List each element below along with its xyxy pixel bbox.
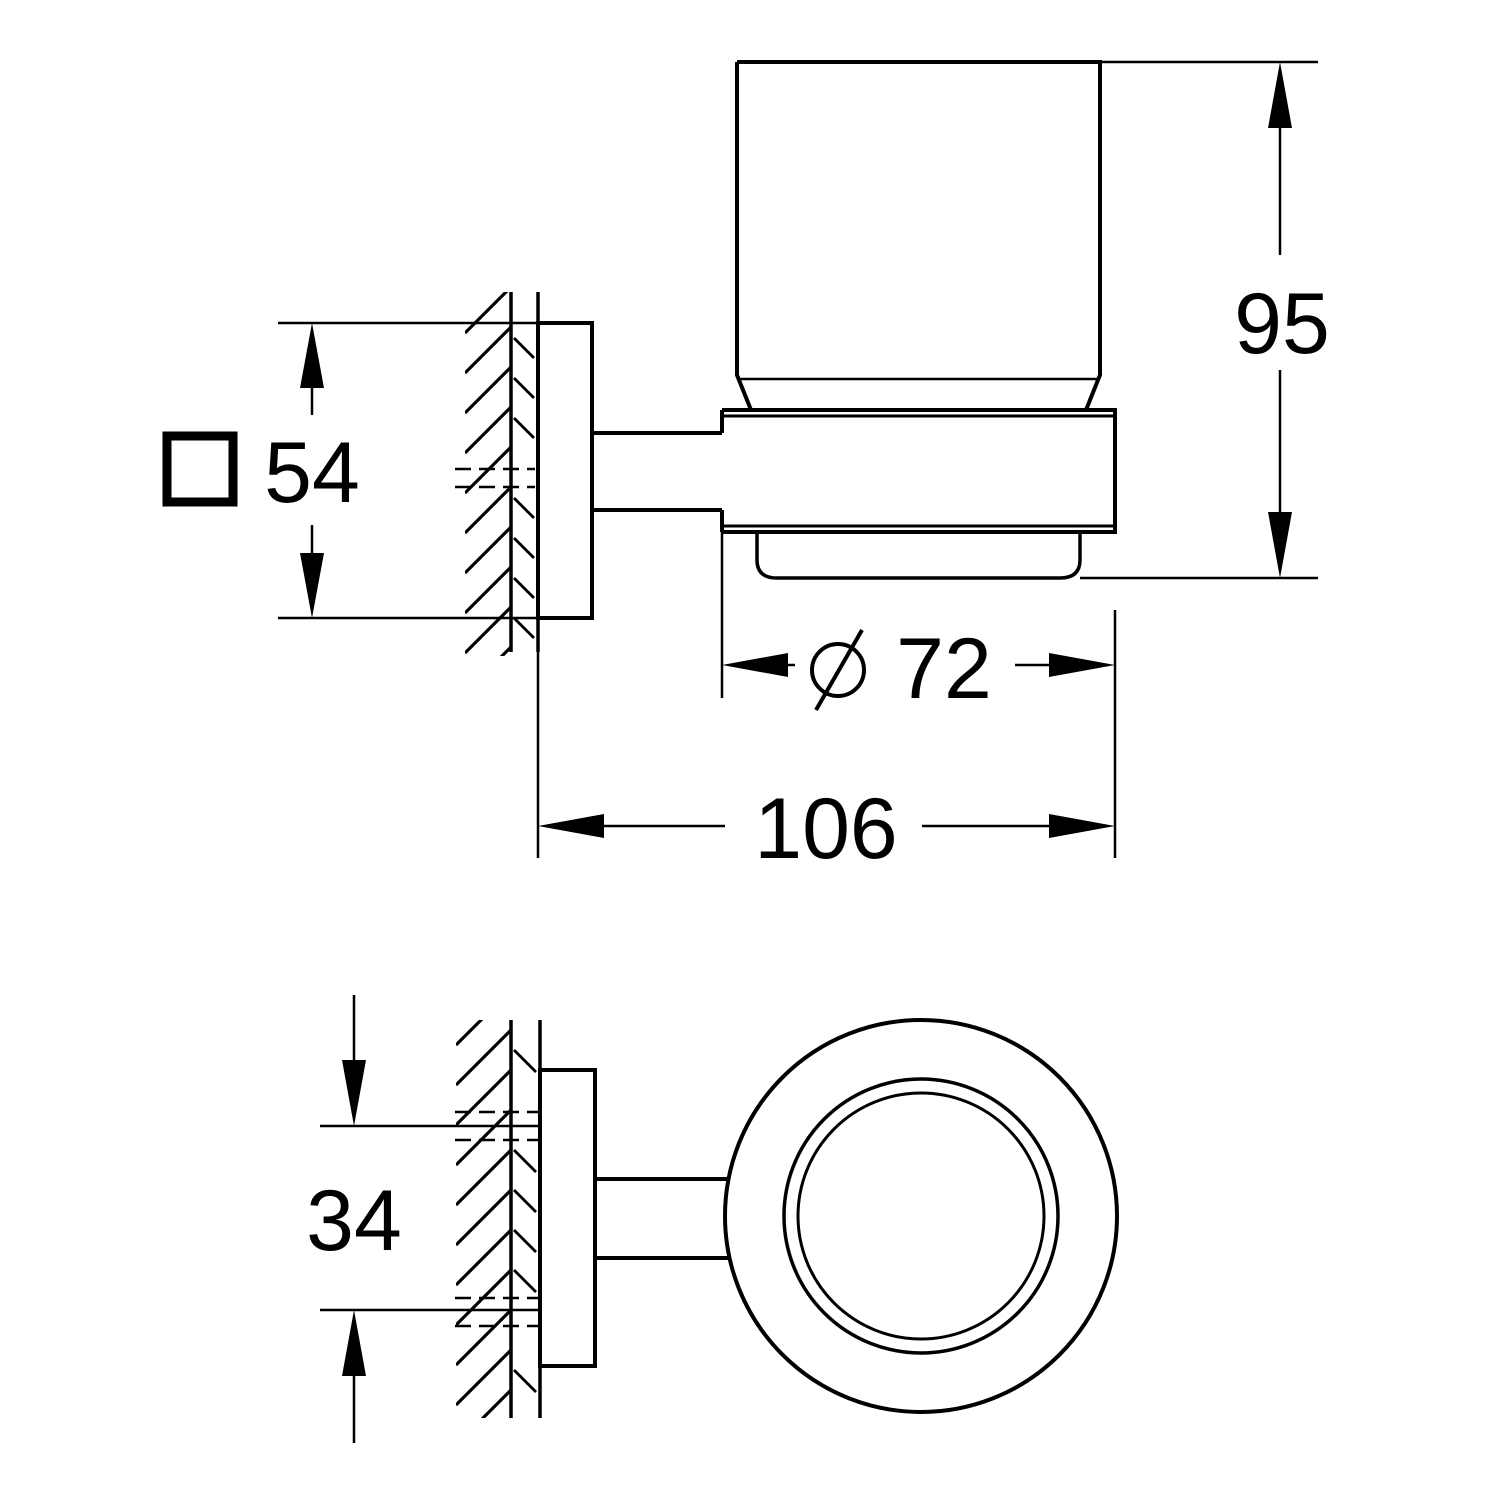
rosette-plate [536,321,594,620]
rosette-plate [538,1068,597,1368]
height-label: 95 [1234,276,1330,372]
fixing-distance-label: 34 [306,1173,402,1269]
height-dimension-line [1268,62,1292,578]
fixing-distance-dimension-line [342,995,366,1443]
holder-ring [722,408,1117,534]
square-symbol-icon [162,431,238,507]
top-view [320,995,1119,1443]
diameter-dimension-line [722,653,1115,677]
diameter-symbol-icon [810,629,866,711]
side-view [162,60,1318,858]
extension-lines [278,60,1318,858]
projection-dimension-line [538,814,1115,838]
holder-outer-circle [723,1018,1119,1414]
hidden-screw-lines [455,1110,538,1328]
rosette-size-label: 54 [264,425,360,521]
glass-tumbler [735,60,1102,411]
glass-base [755,532,1082,580]
rosette-dimension-line [300,323,324,618]
extension-lines [320,1124,540,1312]
glass-inner-circle [796,1091,1046,1341]
hidden-screw-lines [455,467,535,489]
projection-label: 106 [754,781,898,877]
diameter-label: 72 [896,621,992,717]
glass-rim-circle [782,1077,1060,1355]
